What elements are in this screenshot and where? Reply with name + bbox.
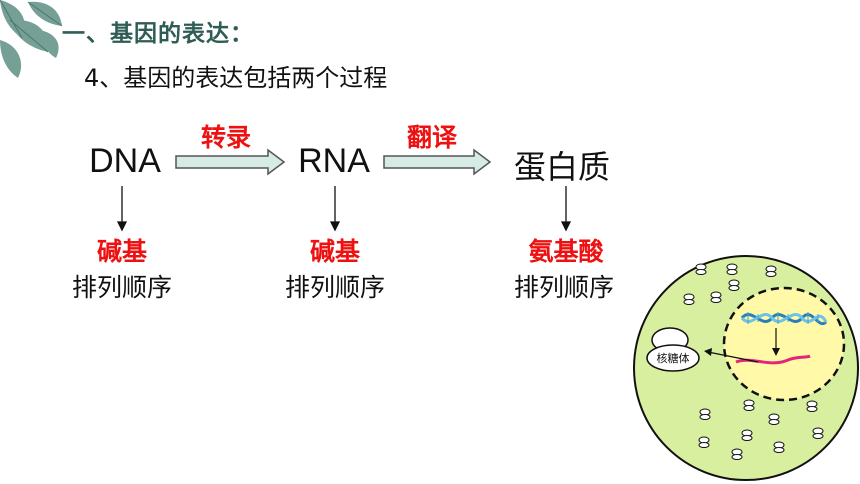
arrow-rna-to-protein [383,148,492,176]
dna-helix-icon [740,312,828,326]
transcription-label: 转录 [200,123,252,152]
section-heading: 一、基因的表达： [62,21,254,47]
dna-base-label: 碱基 [96,237,148,266]
rna-base-label: 碱基 [309,237,361,266]
rna-label: RNA [298,142,370,180]
ribosome-icon [646,327,700,372]
dna-label: DNA [89,142,161,180]
translation-label: 翻译 [406,123,458,152]
dna-order-label: 排列顺序 [71,273,173,302]
subtitle: 4、基因的表达包括两个过程 [84,64,388,92]
protein-order-label: 排列顺序 [513,273,615,302]
rna-order-label: 排列顺序 [284,273,386,302]
ribosome-label: 核糖体 [656,352,690,365]
arrow-dna-to-rna [175,148,286,176]
protein-label: 蛋白质 [513,149,611,185]
amino-acid-label: 氨基酸 [528,237,604,266]
